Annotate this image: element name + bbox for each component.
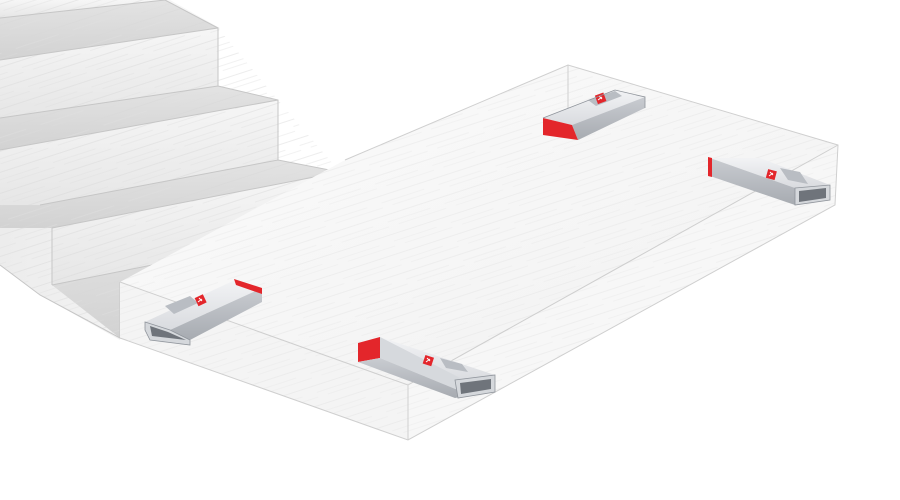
- connector-right: [708, 157, 831, 206]
- connector-front-center: [358, 337, 496, 399]
- connector-collar: [440, 358, 468, 372]
- connector-top: [543, 90, 645, 125]
- stair-texture: [0, 0, 340, 338]
- connector-collar: [780, 168, 808, 184]
- connector-label-glyph: [425, 357, 431, 363]
- connector-red-strip: [234, 279, 262, 294]
- landing-slab: [119, 64, 839, 441]
- connector-label-glyph: [597, 95, 603, 101]
- connector-top: [145, 280, 262, 330]
- connector-label-glyph: [197, 297, 203, 303]
- connector-side: [710, 158, 795, 205]
- connector-open-end-inner: [150, 326, 186, 340]
- connector-side: [380, 337, 470, 395]
- connector-red-end: [543, 118, 578, 140]
- connector-red-strip: [708, 157, 712, 177]
- connector-collar: [165, 296, 198, 314]
- connector-side: [170, 288, 262, 340]
- connector-red-end: [358, 337, 380, 362]
- connector-open-end-inner: [460, 379, 491, 394]
- connector-front-left: [144, 279, 262, 346]
- staircase: [0, 0, 341, 340]
- connector-back-center: [542, 89, 646, 140]
- connector-label-glyph: [768, 171, 774, 177]
- connector-side: [572, 97, 645, 140]
- connector-lower-side: [358, 358, 470, 398]
- connector-open-end-inner: [799, 188, 826, 202]
